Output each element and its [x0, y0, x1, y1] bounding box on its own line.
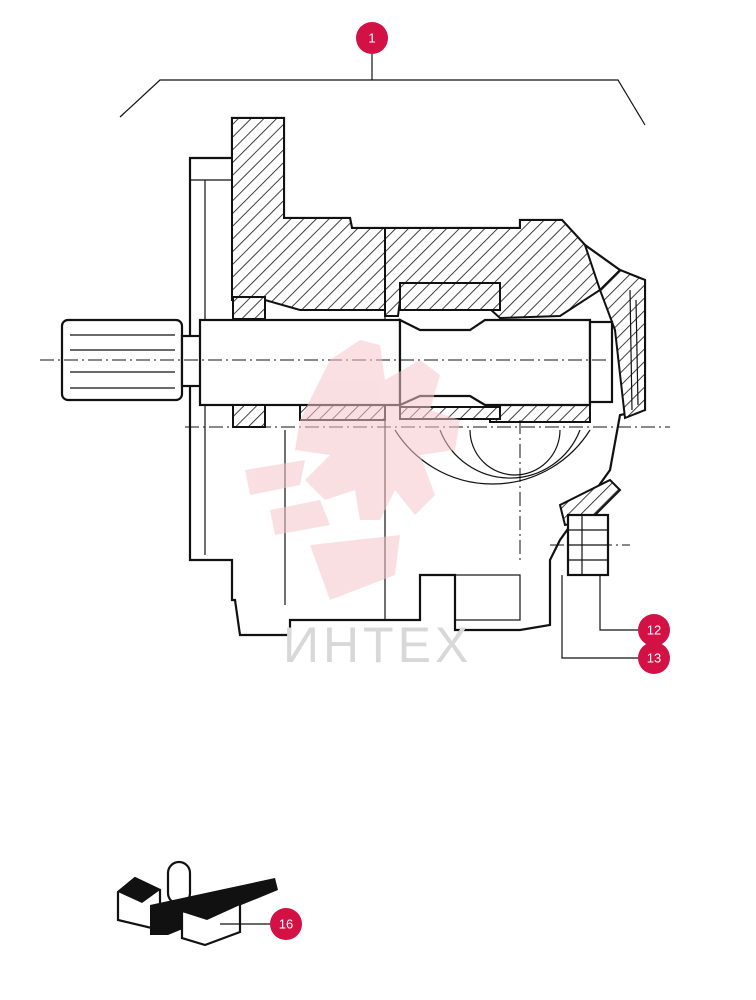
assembly-bracket: [119, 79, 646, 126]
callout-13-leader: [561, 575, 638, 659]
callout-12-label: 12: [647, 623, 661, 638]
watermark-text: ИНТЕХ: [283, 617, 472, 673]
callout-16-label: 16: [279, 917, 293, 932]
callout-12-leader: [599, 575, 638, 631]
callout-1-label: 1: [368, 31, 375, 46]
callout-16[interactable]: 16: [270, 908, 302, 940]
callout-13-label: 13: [647, 651, 661, 666]
callout-1[interactable]: 1: [356, 22, 388, 54]
plug-assembly: [566, 513, 610, 577]
callout-12[interactable]: 12: [638, 614, 670, 646]
watermark-logo: [245, 340, 460, 600]
callout-13[interactable]: 13: [638, 642, 670, 674]
key-pin-detail: [116, 860, 278, 947]
